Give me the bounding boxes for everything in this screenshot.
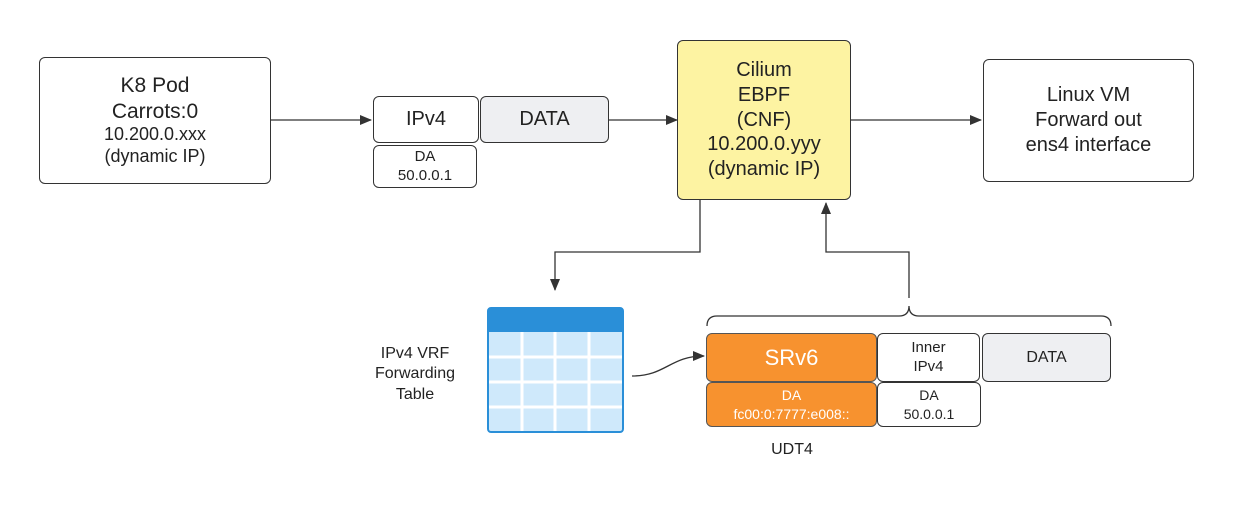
data-top-label: DATA xyxy=(519,108,570,130)
arrow-cilium-to-table xyxy=(550,200,701,291)
data-bottom-label: DATA xyxy=(1026,348,1067,366)
k8-pod-ip-note: (dynamic IP) xyxy=(104,146,206,167)
k8-pod-node: K8 Pod Carrots:0 10.200.0.xxx (dynamic I… xyxy=(39,57,271,184)
da-inner-label: DA xyxy=(919,387,939,404)
udt4-label: UDT4 xyxy=(752,441,832,459)
packet-brace xyxy=(706,305,1112,327)
da-inner-address: 50.0.0.1 xyxy=(903,405,955,422)
cilium-cnf: (CNF) xyxy=(736,108,792,131)
k8-pod-ip: 10.200.0.xxx xyxy=(103,124,207,145)
linux-vm-action: Forward out xyxy=(1035,109,1142,131)
cilium-ip-note: (dynamic IP) xyxy=(707,158,821,181)
linux-vm-title: Linux VM xyxy=(1046,84,1131,106)
srv6-label: SRv6 xyxy=(764,344,819,370)
k8-pod-name: Carrots:0 xyxy=(111,99,199,123)
vrf-label-line2: Forwarding xyxy=(374,365,456,383)
ipv4-header-label: IPv4 xyxy=(405,108,447,130)
cilium-title: Cilium xyxy=(736,59,792,81)
da-cell-top: DA 50.0.0.1 xyxy=(373,145,477,188)
da-srv6-label: DA xyxy=(781,387,802,404)
da-srv6-address: fc00:0:7777:e008:: xyxy=(733,405,850,422)
da-inner-cell: DA 50.0.0.1 xyxy=(877,382,981,427)
udt4-text: UDT4 xyxy=(771,441,813,458)
cilium-ip: 10.200.0.yyy xyxy=(707,133,821,156)
arrow-table-to-srv6 xyxy=(631,351,705,377)
srv6-header-cell: SRv6 xyxy=(706,333,877,382)
inner-ipv4-line1: Inner xyxy=(911,338,946,356)
arrow-brace-to-cilium xyxy=(821,202,910,298)
data-cell-bottom: DATA xyxy=(982,333,1111,382)
cilium-ebpf: EBPF xyxy=(737,83,791,106)
da-top-address: 50.0.0.1 xyxy=(397,166,453,184)
ipv4-header-cell: IPv4 xyxy=(373,96,479,143)
vrf-label-line1: IPv4 VRF xyxy=(380,345,450,362)
vrf-table-label: IPv4 VRF Forwarding Table xyxy=(360,344,470,405)
data-cell-top: DATA xyxy=(480,96,609,143)
k8-pod-title: K8 Pod xyxy=(120,73,190,97)
vrf-label-line3: Table xyxy=(395,385,435,403)
da-top-label: DA xyxy=(414,147,436,165)
table-icon xyxy=(480,297,632,444)
inner-ipv4-cell: Inner IPv4 xyxy=(877,333,980,382)
da-srv6-cell: DA fc00:0:7777:e008:: xyxy=(706,382,877,427)
cilium-ebpf-node: Cilium EBPF (CNF) 10.200.0.yyy (dynamic … xyxy=(677,40,851,200)
linux-vm-node: Linux VM Forward out ens4 interface xyxy=(983,59,1194,182)
linux-vm-interface: ens4 interface xyxy=(1025,134,1152,156)
inner-ipv4-line2: IPv4 xyxy=(913,357,944,375)
